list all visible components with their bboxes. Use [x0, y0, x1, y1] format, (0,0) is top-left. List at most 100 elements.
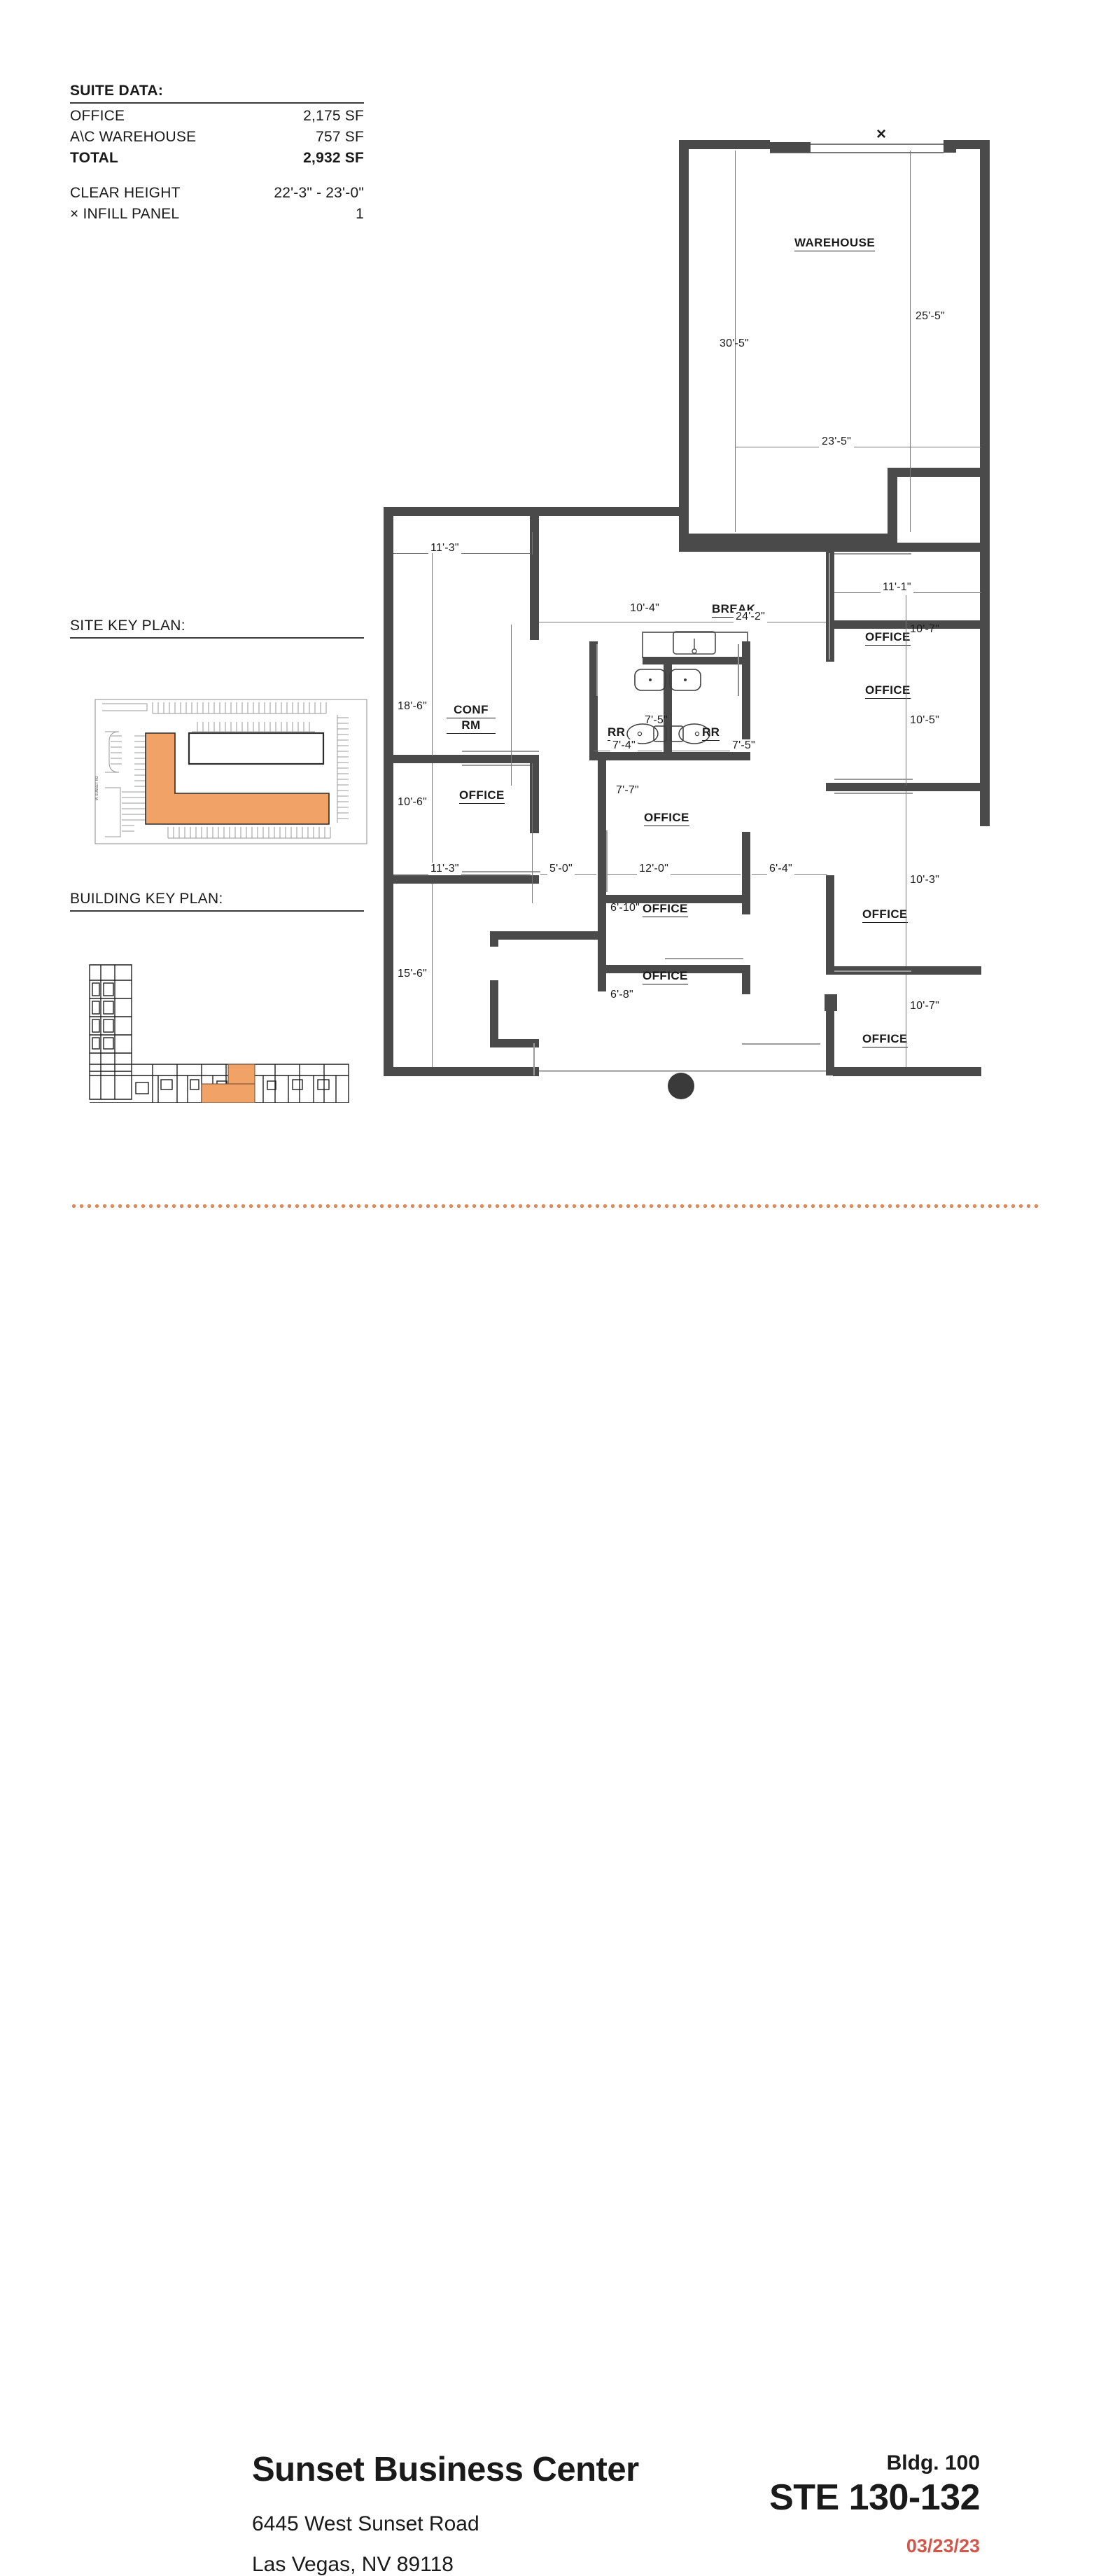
- room-label-office-center-upper: OFFICE: [644, 811, 689, 826]
- storefront-south: [539, 1070, 833, 1072]
- wall-warehouse-step-vert: [888, 468, 897, 543]
- site-key-plan-graphic: W SUNSET RD: [94, 699, 367, 844]
- infill-panel-line-2: [770, 152, 944, 153]
- dimline-break-offset: [532, 532, 533, 555]
- dim-rr-center-h: 7'-5": [645, 714, 668, 726]
- dim-west-lower-width: 11'-3": [428, 863, 461, 875]
- dimline-conf-height: [432, 553, 433, 756]
- wall-rr-north-divider: [643, 657, 749, 664]
- wall-rr-west: [589, 641, 598, 760]
- dimline-warehouse-east: [910, 151, 911, 532]
- suite-data-row-infill-panel: × INFILL PANEL 1: [70, 206, 364, 223]
- door-east-2-leaf: [829, 553, 830, 660]
- suite-number: STE 130-132: [769, 2477, 980, 2518]
- address-line-2: Las Vegas, NV 89118: [252, 2553, 454, 2576]
- wall-west-bottom-vert: [490, 980, 498, 1047]
- wall-west-exterior: [384, 507, 393, 1075]
- wall-east-exterior: [980, 140, 990, 826]
- building-key-plan-section: BUILDING KEY PLAN:: [70, 891, 364, 912]
- dimline-west-lower-width: [393, 874, 531, 875]
- wall-office-north-east: [826, 543, 981, 552]
- door-center-upper-leaf: [606, 830, 608, 892]
- dim-rr-right-width: 7'-5": [730, 739, 757, 752]
- wall-infill-jamb-right: [944, 142, 956, 153]
- room-label-conf-rm: CONF RM: [447, 703, 496, 734]
- dim-conf-height: 18'-6": [398, 700, 427, 712]
- dim-west-mid-h: 10'-6": [398, 796, 427, 808]
- wall-warehouse-step-horiz: [888, 468, 981, 477]
- dim-break-offset: 10'-4": [630, 602, 659, 614]
- restroom-lavatories-icon: [634, 669, 701, 691]
- dimline-rr-center-v: [511, 625, 512, 786]
- wall-center-lower-horiz: [606, 965, 750, 973]
- wall-warehouse-west: [679, 140, 689, 543]
- wall-break-north: [679, 543, 826, 552]
- dim-warehouse-east-h: 25'-5": [916, 310, 945, 322]
- dim-center-upper-h: 7'-7": [616, 784, 639, 796]
- dimline-center-upper-h: [532, 763, 533, 903]
- suite-data-label-clear-height: CLEAR HEIGHT: [70, 185, 181, 201]
- dimline-center-width: [608, 874, 741, 875]
- dimline-conf-width: [393, 553, 531, 554]
- wall-conf-east: [530, 507, 539, 640]
- site-key-plan-section: SITE KEY PLAN:: [70, 618, 364, 639]
- room-label-warehouse: WAREHOUSE: [794, 236, 876, 251]
- room-label-office-east-4: OFFICE: [862, 1032, 908, 1047]
- wall-west-mid-east: [530, 763, 539, 833]
- room-label-office-center-mid: OFFICE: [643, 902, 688, 917]
- suite-data-label-infill-panel: × INFILL PANEL: [70, 206, 180, 222]
- door-east-1-leaf: [834, 553, 911, 555]
- wall-east-col-lower: [826, 875, 834, 975]
- suite-data-panel: SUITE DATA: OFFICE 2,175 SF A\C WAREHOUS…: [70, 83, 364, 223]
- wall-center-east: [742, 832, 750, 914]
- wall-rr-east: [742, 641, 750, 760]
- suite-data-value-infill-panel: 1: [356, 206, 364, 222]
- dimline-west-bottom-h: [432, 884, 433, 1067]
- wall-south-exterior-right: [833, 1067, 981, 1076]
- door-south-entry-leaf: [742, 1043, 820, 1045]
- dim-break-width: 24'-2": [734, 611, 767, 623]
- room-label-office-west-mid: OFFICE: [459, 788, 505, 804]
- room-label-conf-line2: RM: [447, 718, 496, 734]
- dim-east-top-width: 11'-1": [881, 581, 913, 594]
- suite-data-label-office: OFFICE: [70, 108, 125, 124]
- wall-south-exterior-left: [384, 1067, 539, 1076]
- dim-east-gap-width: 6'-4": [767, 863, 794, 875]
- wall-west-bottom-horiz: [490, 1039, 539, 1047]
- wall-east-1-2-divider: [834, 620, 981, 629]
- wall-west-mid-south: [384, 875, 539, 884]
- dim-east-4-h: 10'-7": [910, 1000, 939, 1012]
- suite-data-label-total: TOTAL: [70, 150, 119, 166]
- room-label-office-center-lower: OFFICE: [643, 969, 688, 984]
- wall-center-west: [598, 760, 606, 991]
- door-conf-leaf-2: [462, 765, 539, 766]
- svg-text:W SUNSET RD: W SUNSET RD: [95, 776, 99, 800]
- suite-data-value-total: 2,932 SF: [303, 150, 364, 166]
- dim-corridor-width: 5'-0": [547, 863, 575, 875]
- accent-dotted-rule: [70, 1203, 1039, 1209]
- break-sink-icon: [673, 631, 716, 655]
- dim-rr-left-width: 7'-4": [610, 739, 638, 752]
- suite-data-value-clear-height: 22'-3" - 23'-0": [274, 185, 364, 201]
- suite-data-row-total: TOTAL 2,932 SF: [70, 150, 364, 167]
- entry-column-icon: [668, 1073, 694, 1099]
- site-highlight-subject-building: [145, 732, 330, 825]
- door-east-3-leaf-2: [834, 793, 913, 794]
- title-block: Sunset Business Center 6445 West Sunset …: [0, 1222, 1108, 2575]
- dimline-warehouse-height: [735, 151, 736, 532]
- door-west-bottom-leaf: [533, 1043, 535, 1075]
- dim-warehouse-width: 23'-5": [819, 436, 854, 448]
- wall-center-mid-horiz: [606, 895, 750, 903]
- building-key-plan-heading: BUILDING KEY PLAN:: [70, 891, 223, 907]
- suite-data-row-ac-warehouse: A\C WAREHOUSE 757 SF: [70, 129, 364, 146]
- door-conf-leaf: [462, 751, 539, 752]
- wall-east-col-upper: [826, 543, 834, 662]
- door-rr-left-leaf: [596, 644, 598, 696]
- wall-infill-jamb-left: [770, 142, 811, 153]
- dim-center-mid-h: 6'-10": [610, 902, 640, 914]
- wall-warehouse-north-left: [679, 140, 770, 149]
- door-center-lower-leaf: [665, 958, 743, 959]
- building-number: Bldg. 100: [886, 2451, 980, 2474]
- property-name: Sunset Business Center: [252, 2451, 639, 2488]
- dimline-west-mid-h: [432, 763, 433, 875]
